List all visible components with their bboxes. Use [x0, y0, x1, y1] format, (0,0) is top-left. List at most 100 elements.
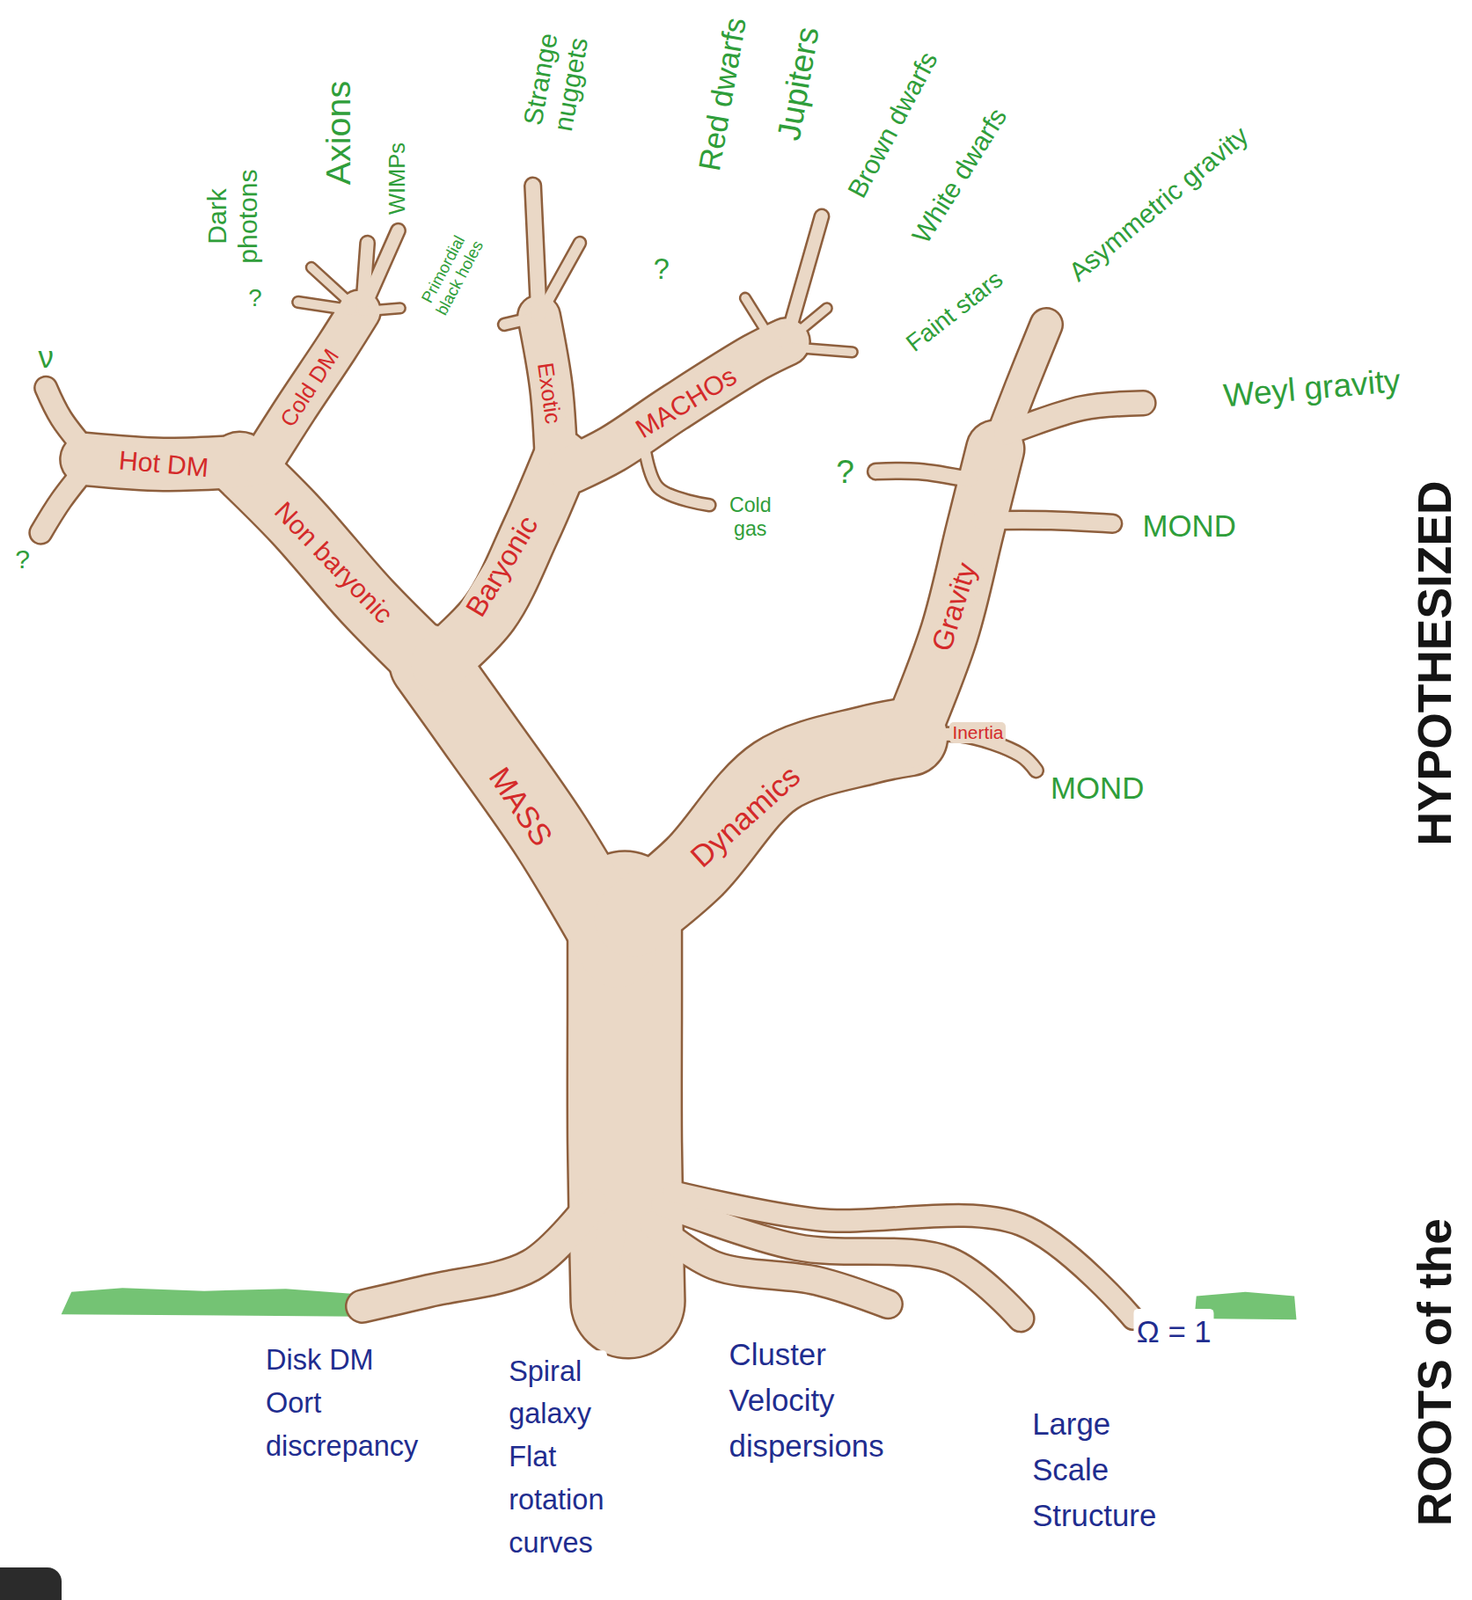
hypothesis-label: Brown dwarfs [841, 43, 946, 206]
branch-outline [428, 663, 618, 950]
branch-label: Cold DM [273, 342, 346, 434]
branch-label: Hot DM [114, 445, 213, 484]
label-line: Dark [202, 168, 234, 264]
branch [597, 1224, 613, 1312]
branch [533, 185, 540, 317]
label-line: curves [508, 1522, 604, 1566]
branch [643, 439, 710, 506]
hypothesis-label: Strange nuggets [517, 27, 595, 137]
branch-label: Gravity [924, 556, 985, 659]
hypothesis-label: ? [245, 284, 264, 313]
branch-outline [362, 1204, 593, 1307]
branch [260, 311, 360, 465]
corner-badge [0, 1567, 62, 1600]
hypothesis-label: Jupiters [768, 21, 828, 146]
label-line: Cluster [729, 1331, 885, 1377]
branch-label: Dynamics [681, 756, 810, 877]
hypothesis-label: ? [833, 453, 857, 491]
branch-outline [632, 737, 909, 920]
label-line: gas [729, 517, 772, 542]
branch [362, 1204, 593, 1307]
branch-outlines [40, 185, 1143, 1319]
branch [240, 464, 430, 664]
hypothesis-label: WIMPs [385, 139, 411, 218]
branch-outline [362, 230, 399, 312]
branch [539, 242, 580, 317]
branch [632, 737, 909, 920]
label-line: photons [233, 168, 264, 264]
root-label: Ω = 1 [1134, 1309, 1215, 1355]
branch [673, 1192, 1134, 1319]
root-label: Cluster Velocity dispersions [726, 1331, 887, 1470]
label-line: Scale [1032, 1447, 1157, 1494]
branch [875, 470, 970, 480]
hypothesis-label: White dwarfs [904, 100, 1015, 251]
branch-label: Exotic [531, 358, 567, 428]
branch-outline [533, 185, 540, 317]
branch-label: Non baryonic [266, 494, 402, 632]
branch-outline [908, 448, 996, 740]
branch [785, 307, 827, 342]
root-label: Disk DM Oort discrepancy [263, 1339, 421, 1468]
branch-outline [539, 242, 580, 317]
label-line: rotation [508, 1479, 604, 1523]
branch-outline [571, 342, 787, 470]
branch-outline [785, 346, 852, 352]
branch [45, 388, 92, 458]
hypothesis-label: MOND [1047, 770, 1147, 806]
hypothesis-label: Cold gas [726, 494, 775, 542]
branch [439, 459, 562, 664]
hypothesis-label: Weyl gravity [1219, 361, 1405, 416]
branch-outline [980, 519, 1114, 524]
label-line: Spiral [508, 1350, 604, 1394]
branch-outline [240, 464, 430, 664]
hypothesis-label: Faint stars [898, 263, 1011, 359]
branch-outline [597, 1224, 613, 1312]
branch-outline [362, 307, 401, 311]
hypothesis-label: MOND [1139, 507, 1238, 543]
side-title: HYPOTHESIZED [1408, 478, 1463, 850]
branch [428, 663, 618, 950]
branch [745, 298, 777, 348]
branch-fills [40, 185, 1143, 1319]
label-line: Structure [1032, 1493, 1157, 1539]
branch-label: Baryonic [458, 508, 547, 626]
label-line: Flat [508, 1435, 604, 1480]
branch [1005, 402, 1144, 434]
side-title: ROOTS of the [1408, 1216, 1463, 1531]
branch-label: MASS [480, 758, 562, 855]
grass-patch [61, 1288, 360, 1317]
hypothesis-label: ? [651, 254, 673, 287]
hypothesis-label: ν [36, 339, 57, 375]
hypothesis-label: ? [12, 543, 33, 575]
label-line: Cold [729, 494, 772, 519]
label-line: Oort [265, 1382, 418, 1426]
branch-outline [875, 470, 970, 480]
hypothesis-label: Dark photons [202, 166, 264, 266]
root-label: Large Scale Structure [1029, 1400, 1159, 1539]
branch [908, 448, 996, 740]
hypothesis-label: Axions [318, 78, 359, 188]
label-line: Disk DM [265, 1339, 418, 1383]
root-label: Spiral galaxy Flat rotation curves [505, 1350, 607, 1566]
hypothesis-label: Red dwarfs [691, 12, 755, 176]
branch [571, 342, 787, 470]
hypothesis-label: Asymmetric gravity [1061, 118, 1257, 290]
branch [785, 346, 852, 352]
hypothesis-label: Primordial black holes [414, 226, 489, 321]
branch-outline [439, 459, 562, 664]
label-line: dispersions [729, 1423, 885, 1470]
label-line: galaxy [508, 1393, 604, 1437]
label-line: discrepancy [265, 1425, 418, 1469]
label-line: Large [1032, 1400, 1157, 1447]
branch [311, 267, 360, 312]
branch-outline [260, 311, 360, 465]
branch [362, 230, 399, 312]
branch [40, 461, 92, 533]
branch [362, 307, 401, 311]
branch [980, 519, 1114, 524]
label-line: Velocity [729, 1377, 885, 1424]
branch-label: Inertia [949, 722, 1006, 744]
branch-label: MACHOs [628, 359, 745, 447]
